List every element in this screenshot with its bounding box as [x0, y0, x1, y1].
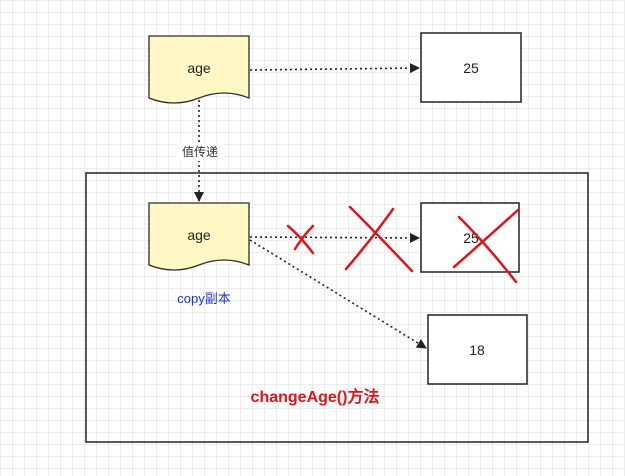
- value-18-label: 18: [469, 342, 485, 358]
- var-age-shape: [148, 35, 250, 104]
- var-age-node[interactable]: age: [148, 35, 250, 104]
- edge-label-bg: [176, 143, 224, 161]
- value-25-old-label: 25: [463, 230, 479, 246]
- edge-age-to-25: [249, 63, 420, 74]
- cross-mark-small: [286, 224, 315, 255]
- method-label: changeAge()方法: [251, 387, 380, 406]
- edge-label: 值传递: [182, 144, 218, 159]
- edge-copy-to-25: [249, 232, 420, 243]
- value-25-box: [420, 32, 522, 103]
- method-container: [85, 172, 589, 443]
- var-age-copy-label: age: [187, 227, 211, 243]
- copy-caption: copy副本: [177, 291, 230, 306]
- value-25-old-node[interactable]: 25: [420, 202, 520, 273]
- value-18-node[interactable]: 18: [427, 314, 528, 385]
- cross-mark-on-value: [452, 208, 520, 284]
- var-age-copy-node[interactable]: age: [148, 202, 250, 271]
- value-25-old-box: [420, 202, 520, 273]
- value-25-node[interactable]: 25: [420, 32, 522, 103]
- cross-mark-large: [344, 205, 414, 273]
- var-age-copy-shape: [148, 202, 250, 271]
- value-25-label: 25: [463, 60, 479, 76]
- var-age-label: age: [187, 60, 211, 76]
- value-18-box: [427, 314, 528, 385]
